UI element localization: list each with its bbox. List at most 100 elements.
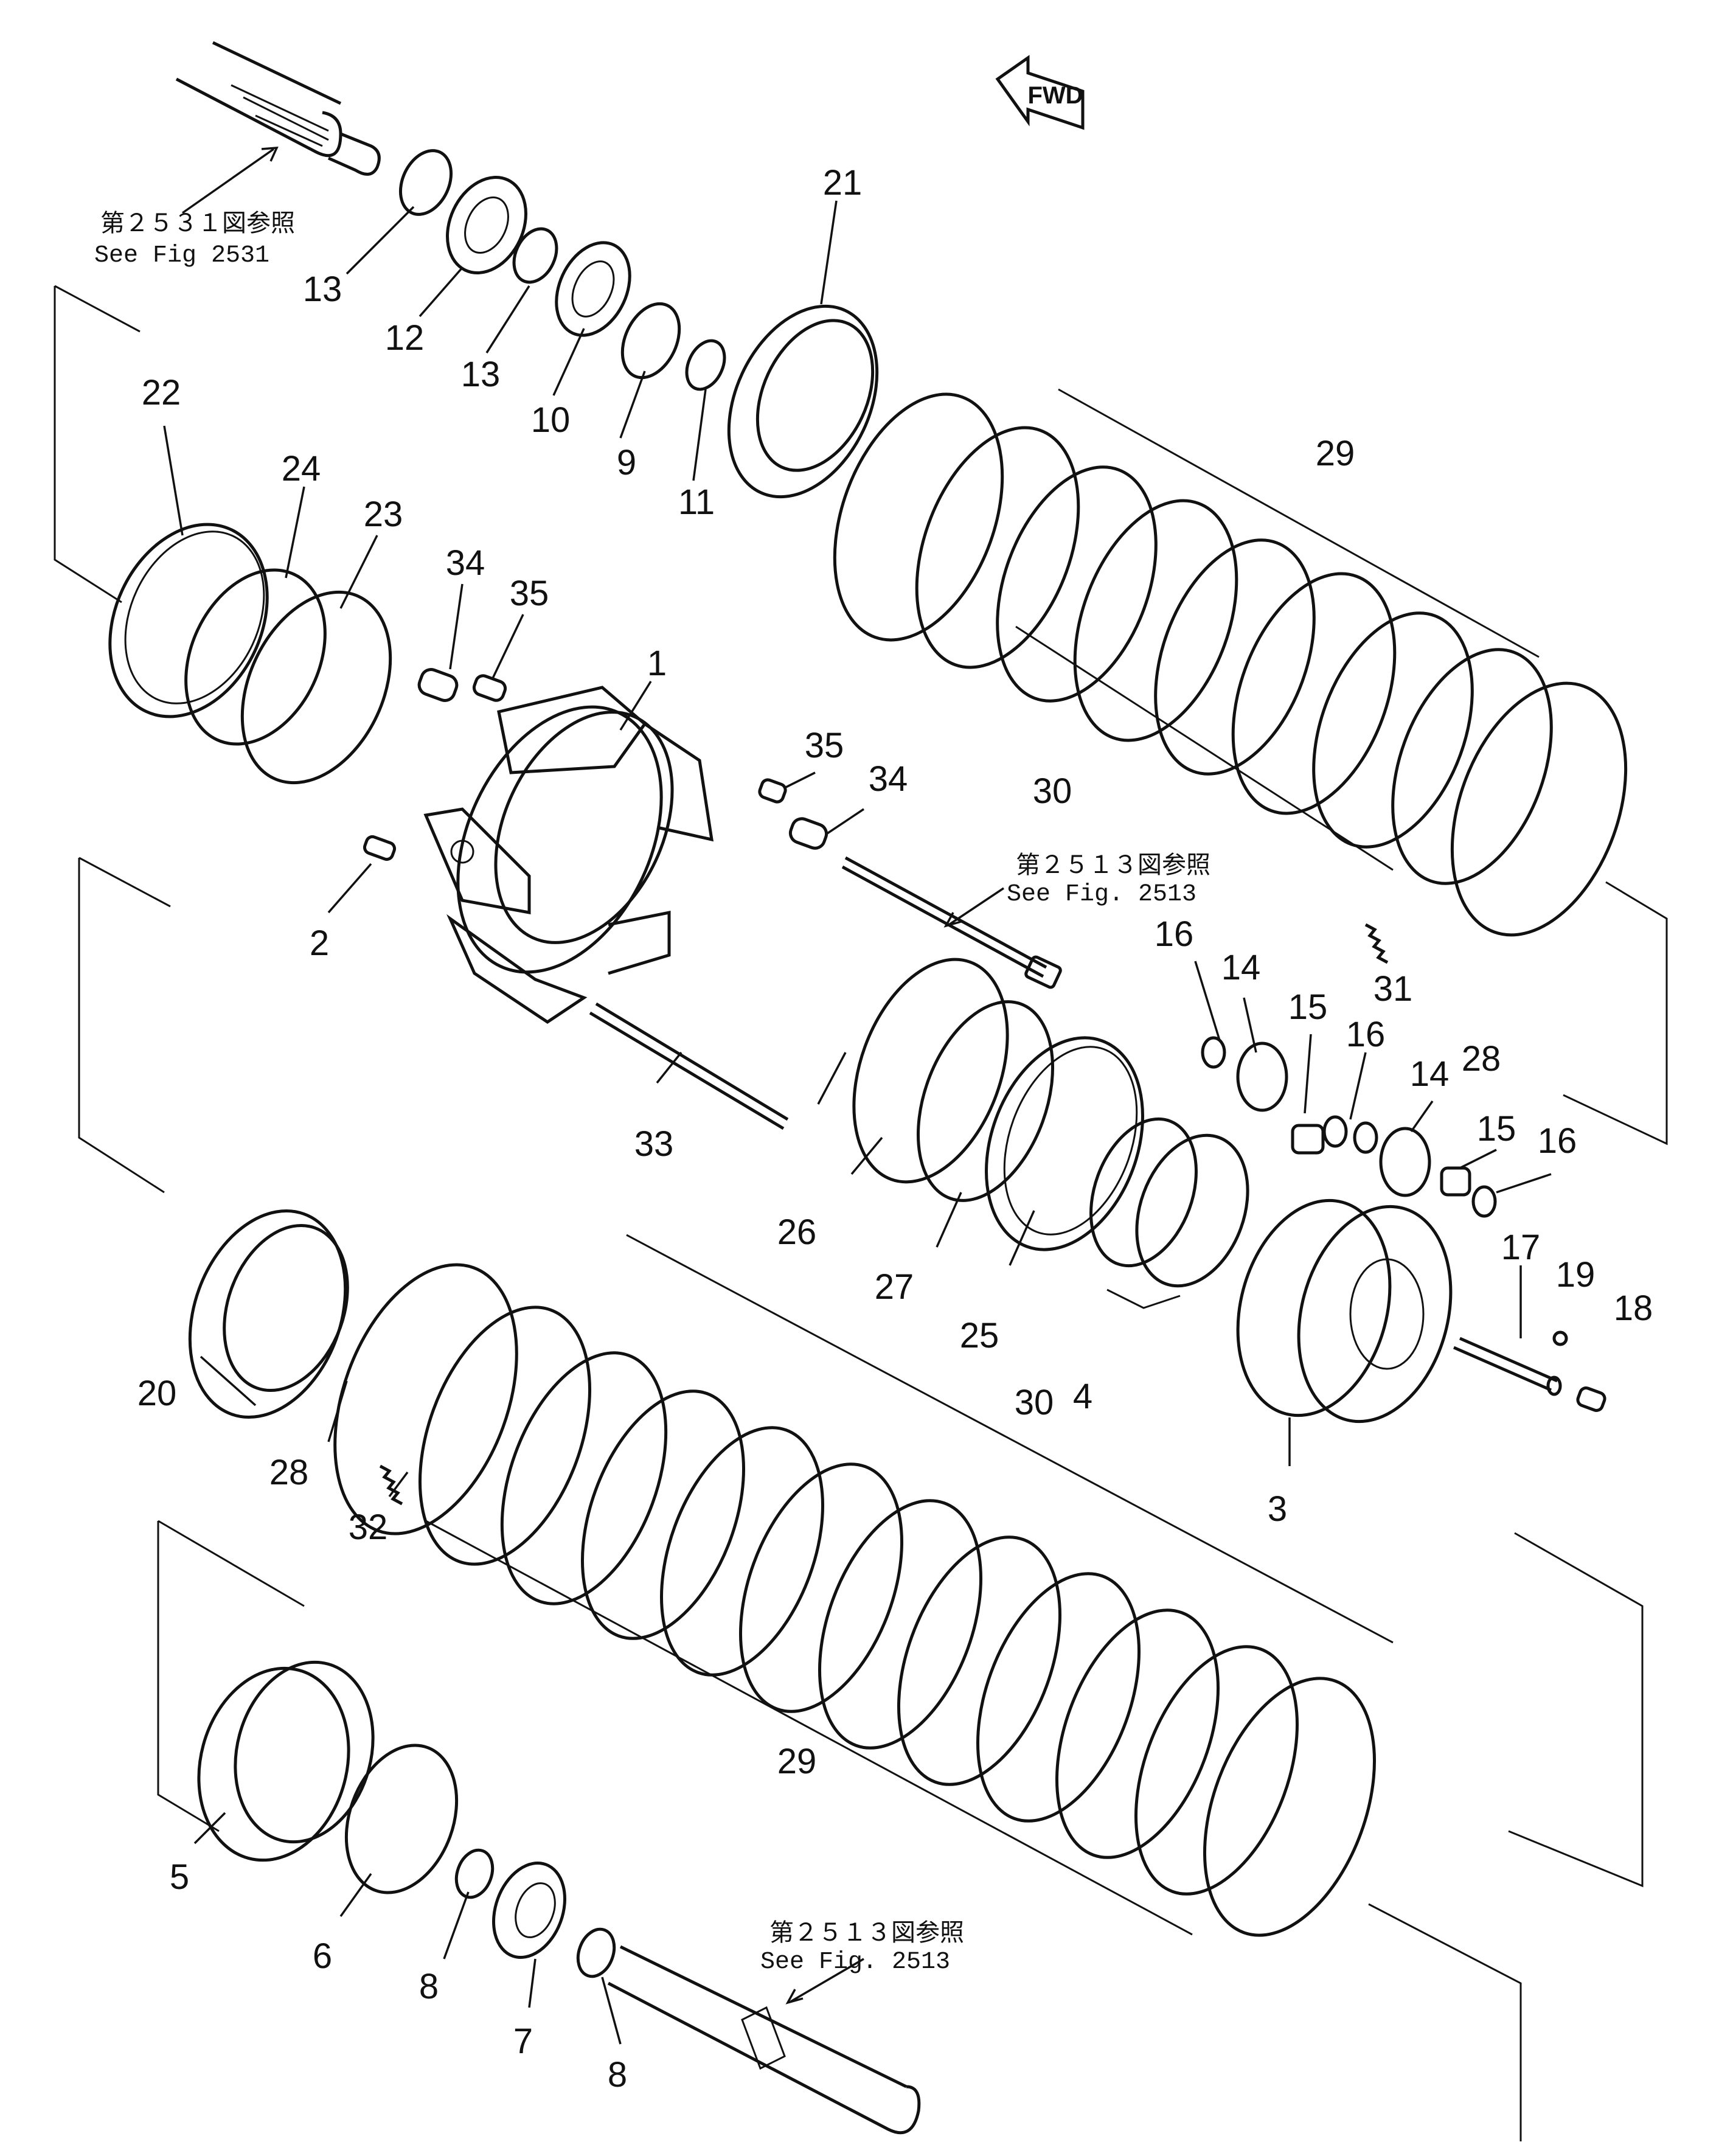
part-3-carrier <box>1236 1198 1453 1424</box>
callout-26: 26 <box>777 1212 817 1252</box>
upper-clutch-pack <box>833 388 1668 1146</box>
part-26-ring <box>852 958 1009 1184</box>
callout-leaders <box>163 200 1552 2045</box>
lower-clutch-pack <box>333 1234 1644 1937</box>
ref-2531-en: See Fig 2531 <box>94 242 269 270</box>
part-13-snap-ring-upper <box>398 149 453 216</box>
part-13-snap-ring-lower <box>512 227 558 284</box>
callout-10: 10 <box>531 400 571 440</box>
callout-4: 4 <box>1073 1377 1092 1416</box>
callout-22: 22 <box>142 373 181 412</box>
callout-11: 11 <box>678 482 715 522</box>
ref-2531: 第２５３１図参照 See Fig 2531 <box>94 210 295 270</box>
part-31-spring <box>1364 923 1389 964</box>
callout-14-a: 14 <box>1221 948 1261 987</box>
callout-21: 21 <box>823 163 863 203</box>
part-8-snap-ring-b <box>576 1927 616 1978</box>
part-16-washer-c <box>1471 1185 1497 1218</box>
callout-35-lower: 35 <box>805 726 844 765</box>
callout-15-a: 15 <box>1288 987 1328 1027</box>
callout-13-upper: 13 <box>303 270 342 309</box>
callout-3: 3 <box>1268 1489 1287 1529</box>
callout-31: 31 <box>1373 969 1413 1009</box>
part-14-gear-b <box>1379 1127 1431 1197</box>
part-4-rings <box>1089 1117 1249 1309</box>
bracket-left-middle <box>78 857 171 1194</box>
part-20-ring-gear <box>188 1209 349 1419</box>
callout-17: 17 <box>1501 1228 1541 1267</box>
callout-12: 12 <box>385 318 425 358</box>
callout-35-upper: 35 <box>510 574 549 613</box>
callout-32: 32 <box>349 1507 388 1547</box>
callout-25: 25 <box>960 1316 999 1355</box>
part-35-pin-lower <box>758 778 787 804</box>
fwd-arrow: FWD <box>995 55 1085 130</box>
callout-2: 2 <box>310 923 329 963</box>
callout-18: 18 <box>1614 1288 1653 1328</box>
part-34-pin-upper <box>417 668 459 702</box>
part-24-ring <box>184 568 327 746</box>
ref-2513-bottom: 第２５１３図参照 See Fig. 2513 <box>760 1919 964 1976</box>
part-8-snap-ring-a <box>454 1848 495 1899</box>
callout-34-upper: 34 <box>446 543 485 583</box>
callout-8-b: 8 <box>608 2055 627 2095</box>
part-6-ring <box>344 1744 459 1894</box>
callout-16-a: 16 <box>1155 914 1194 954</box>
callout-30-lower: 30 <box>1015 1383 1054 1422</box>
callout-16-b: 16 <box>1346 1015 1386 1054</box>
callout-28-lower: 28 <box>269 1453 309 1492</box>
part-1-carrier <box>423 686 714 1024</box>
callout-7: 7 <box>513 2022 533 2061</box>
callout-14-b: 14 <box>1410 1054 1450 1094</box>
fwd-label: FWD <box>1027 82 1083 109</box>
part-14-gear-a <box>1236 1041 1288 1112</box>
part-18-plug <box>1576 1386 1606 1412</box>
ref-2513-mid: 第２５１３図参照 See Fig. 2513 <box>1007 852 1210 908</box>
part-11-snap-ring <box>685 339 726 391</box>
callout-6: 6 <box>313 1936 332 1976</box>
leader-2513-mid <box>943 887 1004 928</box>
part-7-gear <box>492 1862 566 1959</box>
part-2-plug <box>363 835 397 861</box>
part-10-bearing <box>555 241 631 337</box>
callout-15-b: 15 <box>1477 1109 1516 1149</box>
mid-rod <box>841 856 1062 989</box>
part-27-ring <box>916 1000 1055 1202</box>
part-5-drum <box>197 1660 375 1862</box>
callout-5: 5 <box>170 1857 189 1897</box>
part-9-ring <box>620 302 681 380</box>
callout-30-upper: 30 <box>1033 771 1072 811</box>
bracket-left-lower <box>157 1520 305 1832</box>
output-shaft <box>607 1945 921 2135</box>
bracket-right-lower <box>1368 1903 1522 2141</box>
callout-13-lower: 13 <box>461 355 501 394</box>
callout-9: 9 <box>617 443 636 482</box>
callout-23: 23 <box>364 495 403 534</box>
callout-labels: 21 13 12 13 10 9 11 22 24 23 34 35 1 29 … <box>137 163 1653 2095</box>
callout-16-c: 16 <box>1538 1121 1577 1161</box>
part-19-ball <box>1552 1330 1568 1346</box>
callout-1: 1 <box>647 644 667 683</box>
part-16-washer-b <box>1322 1115 1378 1154</box>
callout-24: 24 <box>282 449 321 489</box>
part-25-ring <box>985 1036 1144 1251</box>
leader-2513-bottom <box>785 1958 864 2005</box>
callout-19: 19 <box>1556 1255 1596 1295</box>
callout-28-upper: 28 <box>1462 1039 1501 1079</box>
part-35-pin-upper <box>472 674 507 702</box>
part-32-spring <box>379 1464 403 1506</box>
callout-33: 33 <box>634 1124 674 1164</box>
callout-29-upper: 29 <box>1316 434 1355 473</box>
part-17-pin <box>1453 1337 1562 1396</box>
leader-2531 <box>181 147 279 214</box>
ref-2513-bottom-en: See Fig. 2513 <box>760 1949 950 1976</box>
callout-27: 27 <box>875 1267 914 1307</box>
ref-2531-jp: 第２５３１図参照 <box>100 210 295 239</box>
part-15-bearing-b <box>1440 1166 1471 1197</box>
part-33-rod <box>589 1002 789 1130</box>
part-12-gear <box>446 175 527 275</box>
bracket-left-upper <box>54 285 141 603</box>
part-22-seal <box>108 523 269 718</box>
callout-20: 20 <box>137 1374 177 1413</box>
